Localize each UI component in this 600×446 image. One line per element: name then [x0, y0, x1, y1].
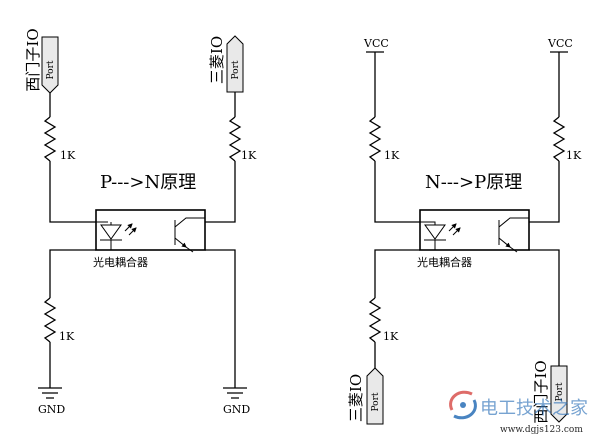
optocoupler: [419, 209, 530, 251]
resistor-top-left: [43, 116, 57, 162]
resistor-value: 1K: [60, 149, 76, 162]
diagram-title: P--->N原理: [100, 172, 196, 193]
siemens-io-label: 西门子IO: [24, 28, 42, 91]
port-label: Port: [46, 60, 56, 79]
ground-icon: [38, 387, 62, 399]
port-siemens-top: Port 西门子IO: [24, 28, 59, 94]
resistor-bottom: [43, 297, 57, 343]
ground-icon: [223, 387, 247, 399]
optocoupler-label: 光电耦合器: [93, 255, 148, 269]
port-label: Port: [555, 382, 565, 401]
left-circuit: Port 西门子IO Port 三菱IO 1K 1K P--->N原理: [24, 28, 257, 416]
mitsubishi-io-label: 三菱IO: [208, 36, 226, 84]
resistor-value: 1K: [59, 330, 75, 343]
watermark: 电工技术之家 www.dgjs123.com: [449, 390, 588, 435]
resistor-bottom: [368, 297, 382, 343]
watermark-url: www.dgjs123.com: [500, 425, 583, 435]
resistor-value: 1K: [241, 149, 257, 162]
right-circuit: VCC 1K VCC 1K N--->P原理 光电耦合器 1K: [347, 37, 582, 425]
resistor-value: 1K: [384, 149, 400, 162]
optocoupler-label: 光电耦合器: [417, 255, 472, 269]
port-mitsubishi-bottom: Port 三菱IO: [347, 367, 384, 425]
resistor-top-left: [368, 116, 382, 162]
watermark-text: 电工技术之家: [480, 398, 588, 419]
vcc-label: VCC: [547, 37, 573, 50]
watermark-logo-icon: [449, 390, 477, 420]
resistor-top-right: [228, 116, 242, 162]
diagram-title: N--->P原理: [425, 172, 522, 193]
port-siemens-bottom: Port 西门子IO: [532, 360, 568, 424]
port-label: Port: [231, 60, 241, 79]
port-mitsubishi-top: Port 三菱IO: [208, 35, 244, 93]
resistor-top-right: [552, 116, 566, 162]
resistor-value: 1K: [383, 330, 399, 343]
resistor-value: 1K: [566, 149, 582, 162]
port-label: Port: [371, 392, 381, 411]
gnd-label: GND: [38, 403, 65, 416]
vcc-label: VCC: [363, 37, 389, 50]
mitsubishi-io-label: 三菱IO: [347, 374, 365, 422]
optocoupler: [95, 209, 206, 251]
siemens-io-label: 西门子IO: [532, 360, 550, 423]
gnd-label: GND: [223, 403, 250, 416]
